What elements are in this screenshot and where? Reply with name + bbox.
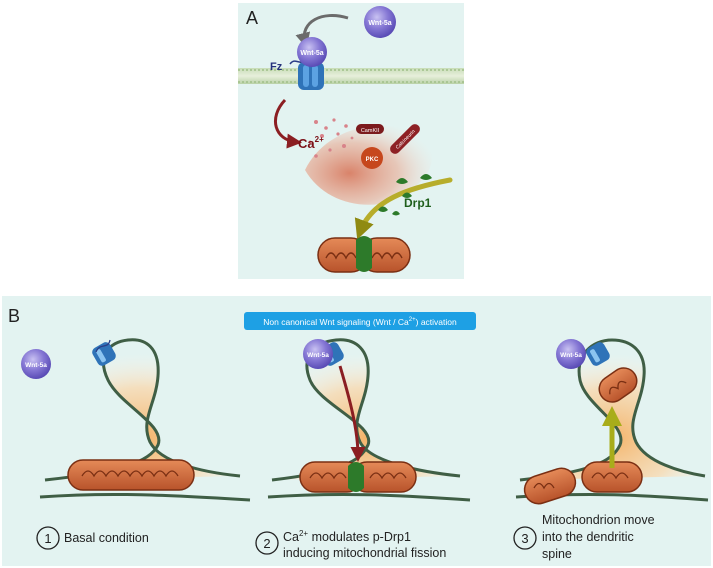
receptor-n-terminus-1	[95, 339, 111, 353]
plasma-membrane	[238, 68, 464, 84]
cristae-remaining-right	[591, 472, 629, 480]
wnt5a-free-label-b: Wnt-5a	[25, 362, 47, 369]
step-1-number: 1	[44, 531, 51, 546]
step-2-text-line2: inducing mitochondrial fission	[283, 546, 446, 560]
wnt5a-bound-ligand	[297, 37, 327, 67]
signaling-banner	[244, 312, 476, 330]
step-3-text-line1: Mitochondrion move	[542, 513, 655, 527]
wnt5a-bound-ligand-3	[556, 339, 586, 369]
step-2-number-circle	[255, 531, 279, 555]
dividing-mitochondrion	[317, 236, 411, 273]
step-3-number-circle	[513, 526, 537, 550]
calcium-label: Ca2+	[298, 135, 324, 151]
drp1-label: Drp1	[404, 196, 432, 210]
frizzled-receptor-3	[586, 342, 610, 366]
wnt5a-free-ligand-b	[21, 349, 51, 379]
step-3-text-line2: into the dendritic	[542, 530, 634, 544]
wnt5a-free-ligand	[364, 6, 396, 38]
panel-b-letter: B	[8, 306, 20, 326]
dendrite-shaft-1	[39, 492, 251, 502]
step-2-caption: 2 Ca2+ modulates p-Drp1 inducing mitocho…	[255, 529, 446, 560]
cristae-remaining-left	[533, 482, 555, 490]
panel-b: B Non canonical Wnt signaling (Wnt / Ca2…	[2, 296, 711, 566]
panel-a-letter: A	[246, 8, 258, 28]
step-1-text: Basal condition	[64, 531, 149, 545]
ligand-binding-arrow	[295, 14, 349, 48]
cristae-in-spine	[609, 380, 627, 395]
step-1-caption: 1 Basal condition	[36, 526, 149, 550]
wnt5a-free-label: Wnt-5a	[368, 20, 391, 27]
drp1-recruitment-arrow	[354, 177, 453, 240]
step-2-number: 2	[263, 536, 270, 551]
wnt5a-bound-label: Wnt-5a	[300, 50, 323, 57]
drp1-translocation-arrow	[338, 365, 366, 462]
wnt5a-bound-label-3: Wnt-5a	[560, 352, 582, 359]
spine-basal: Wnt-5a	[21, 338, 251, 502]
spine-fission: Wnt-5a	[267, 338, 471, 502]
cristae-basal	[81, 470, 179, 478]
calcium-ions	[308, 118, 354, 158]
dendritic-spine-2	[271, 338, 461, 482]
wnt5a-bound-label-2: Wnt-5a	[307, 352, 329, 359]
fz-receptor-label: Fz	[270, 61, 283, 73]
drp1-ring	[348, 462, 364, 492]
wnt5a-bound-ligand-2	[303, 339, 333, 369]
step-3-text-line3: spine	[542, 547, 572, 561]
pkc-enzyme: PKC	[361, 147, 383, 169]
panel-a: A Wnt-5a Wnt-5a Fz Ca2+	[238, 3, 464, 279]
camkii-enzyme: CamKII	[356, 124, 384, 134]
dendrite-shaft-2	[267, 492, 471, 502]
dendritic-spine-1	[44, 338, 241, 482]
cristae-fission-right	[369, 472, 407, 480]
frizzled-receptor	[298, 62, 324, 90]
calcium-release-arrow	[274, 98, 302, 149]
step-2-text-line1: Ca2+ modulates p-Drp1	[283, 529, 411, 544]
signaling-banner-text: Non canonical Wnt signaling (Wnt / Ca2+)…	[263, 317, 457, 327]
step-3-number: 3	[521, 531, 528, 546]
svg-text:PKC: PKC	[366, 157, 379, 163]
spine-transport: Wnt-5a	[515, 338, 709, 505]
drp1-proteins	[378, 174, 432, 216]
mitochondrion-remaining-left	[523, 467, 577, 505]
cristae-fission-left	[309, 472, 347, 480]
svg-text:CamKII: CamKII	[361, 128, 380, 134]
step-3-caption: 3 Mitochondrion move into the dendritic …	[513, 513, 655, 561]
step-1-number-circle	[36, 526, 60, 550]
